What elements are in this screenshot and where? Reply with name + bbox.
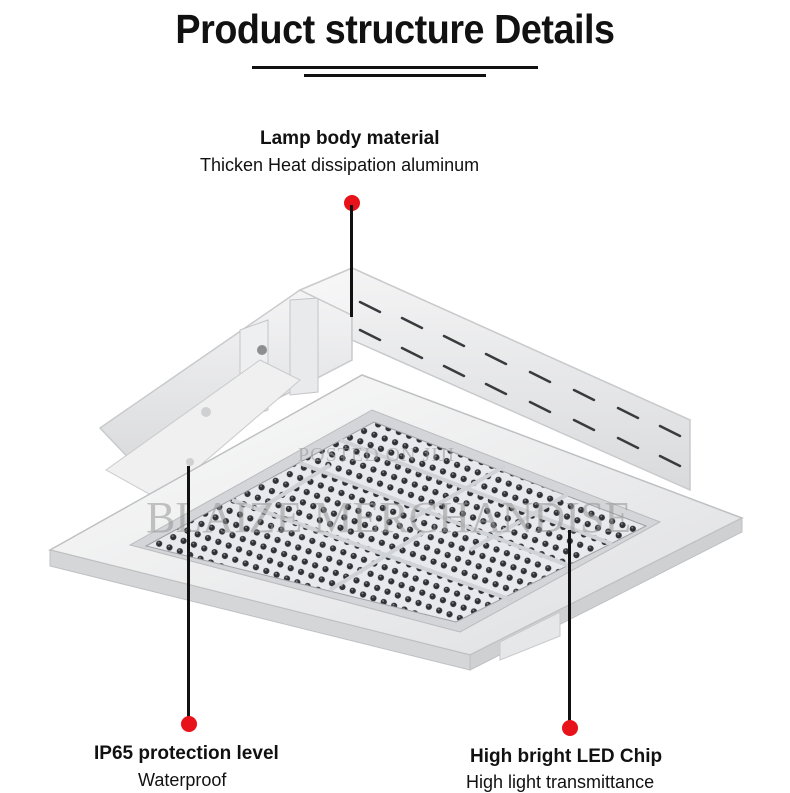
led-panel: [128, 409, 662, 633]
page-title: Product structure Details: [175, 6, 615, 52]
chip-leader-line: [568, 530, 571, 726]
lamp-body-detail: Thicken Heat dissipation aluminum: [200, 155, 480, 175]
lamp-body-heading: Lamp body material: [260, 128, 440, 149]
chip-heading: High bright LED Chip: [470, 746, 663, 767]
title-underline-top: [252, 66, 538, 69]
chip-marker-dot: [562, 720, 578, 736]
chip-detail: High light transmittance: [466, 772, 655, 792]
watermark-posted: POSTED ON JIJI: [298, 444, 456, 466]
lamp-body-marker-dot: [344, 195, 360, 211]
lamp-body-leader-line: [350, 205, 353, 317]
protection-detail: Waterproof: [138, 770, 227, 790]
protection-heading: IP65 protection level: [94, 743, 279, 764]
protection-marker-dot: [181, 716, 197, 732]
heat-dissipation-slots: [358, 300, 682, 468]
protection-leader-line: [187, 466, 190, 720]
watermark-seller: BLAIZE MERCHANDISE: [146, 493, 632, 542]
title-underline-bottom: [304, 74, 486, 77]
